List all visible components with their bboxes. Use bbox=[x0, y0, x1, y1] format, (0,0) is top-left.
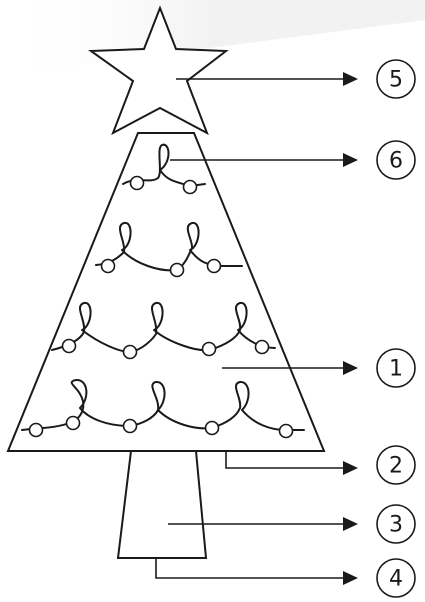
arrowhead-1 bbox=[343, 361, 358, 375]
callout-number-star: 5 bbox=[389, 68, 403, 93]
callout-number-lights: 6 bbox=[389, 149, 403, 174]
callout-number-trunk-base: 4 bbox=[389, 567, 403, 592]
tree-body bbox=[6, 132, 326, 452]
arrowhead-5 bbox=[343, 72, 358, 86]
bulbs bbox=[28, 175, 294, 439]
bulb bbox=[201, 341, 217, 357]
bulb bbox=[122, 344, 138, 360]
tree-star bbox=[88, 5, 229, 136]
callout-lights: 6 bbox=[376, 140, 416, 180]
callout-number-tree-body: 1 bbox=[389, 357, 403, 382]
callout-circle bbox=[376, 140, 416, 180]
callout-circle bbox=[376, 348, 416, 388]
bulb bbox=[129, 175, 145, 191]
bulb bbox=[278, 423, 294, 439]
leader-line-4 bbox=[155, 558, 345, 579]
bulb bbox=[122, 418, 138, 434]
bulb bbox=[61, 338, 77, 354]
bulb bbox=[204, 420, 220, 436]
tree-trunk bbox=[116, 450, 208, 559]
callout-number-tree-base-edge: 2 bbox=[389, 454, 403, 479]
arrowhead-6 bbox=[343, 153, 358, 167]
light-string-row-4 bbox=[21, 379, 305, 431]
callout-trunk-base: 4 bbox=[376, 558, 416, 598]
leader-lines bbox=[155, 72, 358, 585]
callout-circle bbox=[376, 504, 416, 544]
callout-trunk: 3 bbox=[376, 504, 416, 544]
callouts: 5 6 1 2 3 4 bbox=[376, 59, 416, 598]
bulb bbox=[28, 422, 44, 438]
light-string-row-3 bbox=[51, 302, 276, 353]
leader-line-2 bbox=[225, 451, 345, 469]
bulb bbox=[65, 415, 81, 431]
callout-tree-body: 1 bbox=[376, 348, 416, 388]
callout-star: 5 bbox=[376, 59, 416, 99]
arrowhead-2 bbox=[343, 461, 358, 475]
bulb bbox=[100, 258, 116, 274]
light-string-row-1 bbox=[122, 143, 206, 187]
callout-number-trunk: 3 bbox=[389, 513, 403, 538]
callout-tree-base-edge: 2 bbox=[376, 445, 416, 485]
bulb bbox=[182, 179, 198, 195]
callout-circle bbox=[376, 445, 416, 485]
arrowhead-3 bbox=[343, 517, 358, 531]
callout-circle bbox=[376, 59, 416, 99]
bulb bbox=[254, 339, 270, 355]
callout-circle bbox=[376, 558, 416, 598]
bulb bbox=[206, 258, 222, 274]
light-strings bbox=[21, 143, 305, 431]
arrowhead-4 bbox=[343, 571, 358, 585]
bulb bbox=[169, 262, 185, 278]
